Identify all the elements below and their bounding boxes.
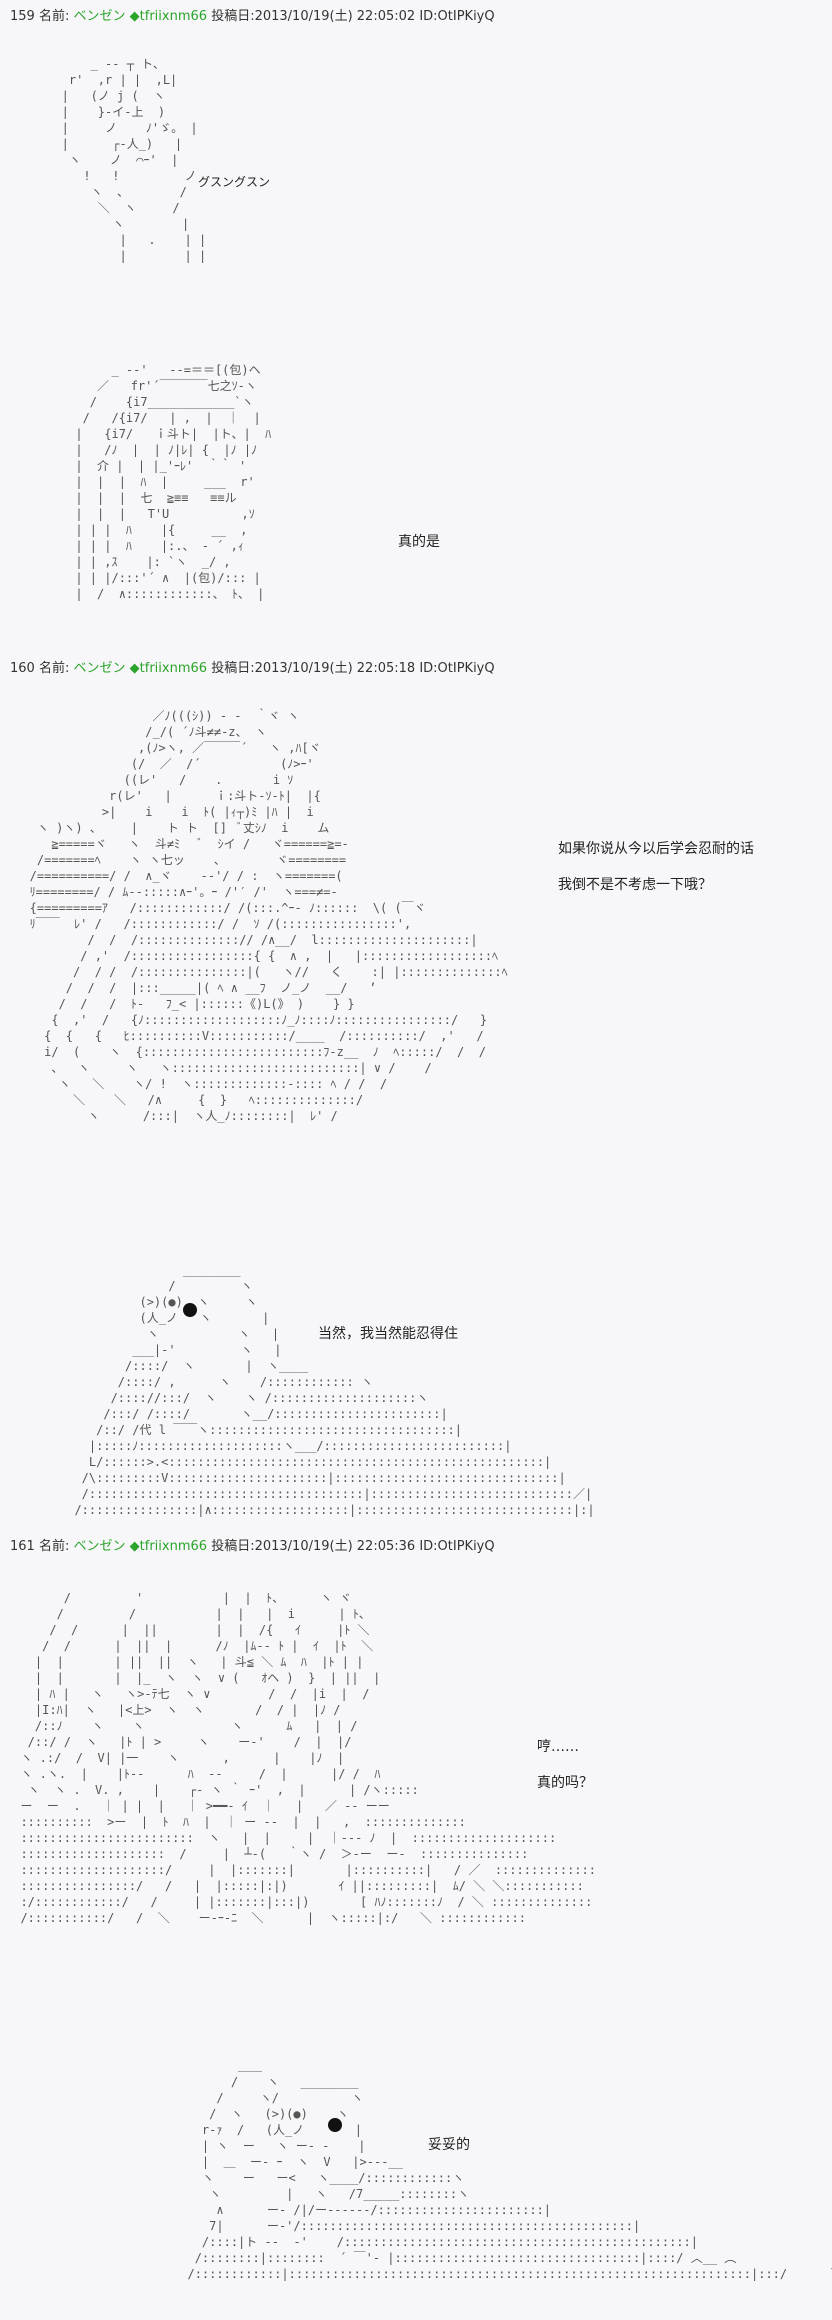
poster-trip: ◆tfriixnm66 xyxy=(129,1539,208,1554)
name-label: 名前: xyxy=(38,661,70,676)
poster-id[interactable]: ID:OtIPKiyQ xyxy=(419,9,495,24)
name-label: 名前: xyxy=(38,9,70,24)
dialogue-line: 真的是 xyxy=(398,534,440,550)
poster-trip: ◆tfriixnm66 xyxy=(129,9,208,24)
sfx-text: グスングスン xyxy=(198,175,271,189)
post-number: 159 xyxy=(10,9,35,24)
dialogue-line: 妥妥的 xyxy=(428,2137,470,2153)
poster-id[interactable]: ID:OtIPKiyQ xyxy=(419,661,495,676)
poster-trip: ◆tfriixnm66 xyxy=(129,661,208,676)
post-header-159: 159 名前: ベンゼン ◆tfriixnm66 投稿日:2013/10/19(… xyxy=(10,6,495,28)
dialogue-line: 我倒不是不考虑一下哦？ xyxy=(558,877,712,893)
ascii-art-character-sad: _ -‐' -‐=＝＝[(包)ヘ ／ fr'´￣￣￣￣七之ｿ-ヽ / {i7__… xyxy=(75,363,272,601)
post-number: 161 xyxy=(10,1539,35,1554)
date-label: 投稿日: xyxy=(211,9,255,24)
date-label: 投稿日: xyxy=(211,1539,255,1554)
character-eye xyxy=(183,1303,197,1317)
post-date: 2013/10/19(土) 22:05:36 xyxy=(254,1539,416,1554)
post-number: 160 xyxy=(10,661,35,676)
post-date: 2013/10/19(土) 22:05:18 xyxy=(254,661,416,676)
ascii-art-character-smug: / ' | | ﾄ、 ヽ ヾ / / | | | i | ﾄ、 / / | ||… xyxy=(20,1591,596,1925)
poster-name[interactable]: ベンゼン xyxy=(73,661,126,676)
date-label: 投稿日: xyxy=(211,661,255,676)
ascii-art-crying-hand: _ -‐ ┬ ト、 r' ,r | | ,L| | (ノ j ( ヽ | }-イ… xyxy=(61,57,207,263)
post-header-161: 161 名前: ベンゼン ◆tfriixnm66 投稿日:2013/10/19(… xyxy=(10,1536,495,1558)
poster-name[interactable]: ベンゼン xyxy=(73,9,126,24)
dialogue-line: 当然，我当然能忍得住 xyxy=(318,1326,458,1342)
post-header-160: 160 名前: ベンゼン ◆tfriixnm66 投稿日:2013/10/19(… xyxy=(10,658,495,680)
dialogue-line: 哼…… xyxy=(537,1739,579,1755)
ascii-art-character-bowing: ________ / ヽ (>)(●) ヽ ヽ (人_ノ ヽ | ヽ ヽ | _… xyxy=(74,1263,595,1517)
ascii-art-character-confident: ＿＿ / ヽ ________ / ヽ/ ヽ / ヽ (>)(●) ヽ r-ｧ … xyxy=(187,2059,832,2281)
ascii-art-character-angry: ／ﾉ(((ｼ)) - ‐ ｀ヾ ヽ /_/( ´ﾉ斗≠≠-z、 ヽ ,(ﾉ>ヽ,… xyxy=(29,709,508,1123)
character-eye xyxy=(328,2118,342,2132)
poster-name[interactable]: ベンゼン xyxy=(73,1539,126,1554)
dialogue-line: 真的吗？ xyxy=(537,1775,593,1791)
dialogue-line: 如果你说从今以后学会忍耐的话 xyxy=(558,841,754,857)
name-label: 名前: xyxy=(38,1539,70,1554)
poster-id[interactable]: ID:OtIPKiyQ xyxy=(419,1539,495,1554)
post-date: 2013/10/19(土) 22:05:02 xyxy=(254,9,416,24)
